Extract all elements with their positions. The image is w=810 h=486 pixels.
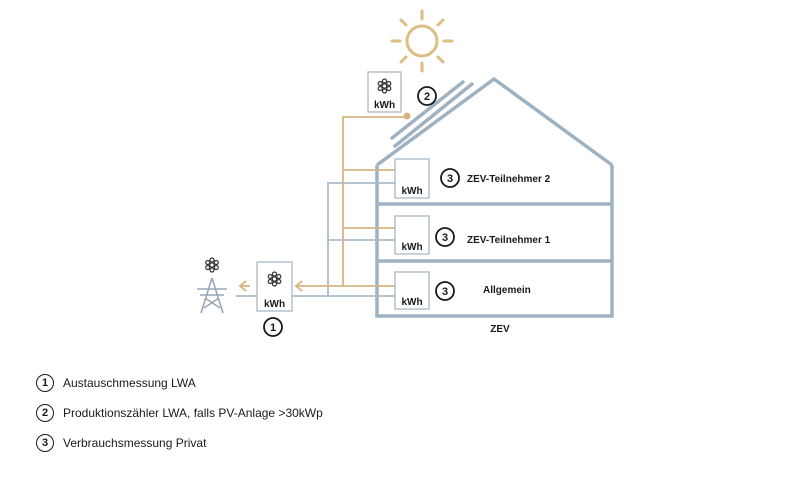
floor-label-teilnehmer-2: ZEV-Teilnehmer 2 [467, 174, 551, 185]
legend-text: Verbrauchsmessung Privat [63, 436, 207, 450]
floor-meter-unit: kWh [401, 242, 422, 253]
pv-panel [390, 80, 474, 148]
legend-item-1: 1 Austauschmessung LWA [36, 372, 323, 394]
floor-meter-teilnehmer-2: kWh [394, 158, 430, 199]
floor-badge-teilnehmer-2: 3 [440, 168, 460, 188]
floor-meter-allgemein: kWh [394, 271, 430, 310]
house-label: ZEV [490, 324, 510, 335]
floor-badge-allgemein: 3 [435, 281, 455, 301]
pv-connection-dot [403, 112, 411, 120]
svg-text:3: 3 [447, 173, 453, 185]
pylon-dial-icon [205, 257, 219, 273]
power-pylon-icon [197, 277, 227, 314]
legend: 1 Austauschmessung LWA 2 Produktionszähl… [36, 372, 323, 462]
floor-label-teilnehmer-1: ZEV-Teilnehmer 1 [467, 235, 551, 246]
sun-icon [390, 9, 454, 73]
main-meter-badge: 1 [263, 317, 283, 337]
floor-meter-unit: kWh [401, 297, 422, 308]
main-meter-unit: kWh [264, 299, 285, 310]
pv-meter-unit: kWh [374, 100, 395, 111]
feed-lines [240, 116, 406, 287]
pv-meter: kWh [367, 71, 402, 113]
pv-meter-badge: 2 [417, 86, 437, 106]
legend-badge: 1 [36, 374, 54, 392]
zev-diagram: kWh 1 kWh 2 kWh 3 ZEV-Teilnehmer 2 kWh 3… [197, 9, 614, 337]
floor-meter-unit: kWh [401, 186, 422, 197]
svg-text:1: 1 [270, 322, 276, 334]
svg-text:3: 3 [442, 232, 448, 244]
main-meter: kWh [256, 261, 293, 312]
svg-text:3: 3 [442, 286, 448, 298]
legend-text: Produktionszähler LWA, falls PV-Anlage >… [63, 406, 323, 420]
legend-text: Austauschmessung LWA [63, 376, 196, 390]
svg-text:2: 2 [424, 91, 430, 103]
legend-badge: 2 [36, 404, 54, 422]
legend-item-2: 2 Produktionszähler LWA, falls PV-Anlage… [36, 402, 323, 424]
legend-badge: 3 [36, 434, 54, 452]
floor-label-allgemein: Allgemein [483, 285, 531, 296]
floor-meter-teilnehmer-1: kWh [394, 215, 430, 255]
legend-item-3: 3 Verbrauchsmessung Privat [36, 432, 323, 454]
floor-badge-teilnehmer-1: 3 [435, 227, 455, 247]
